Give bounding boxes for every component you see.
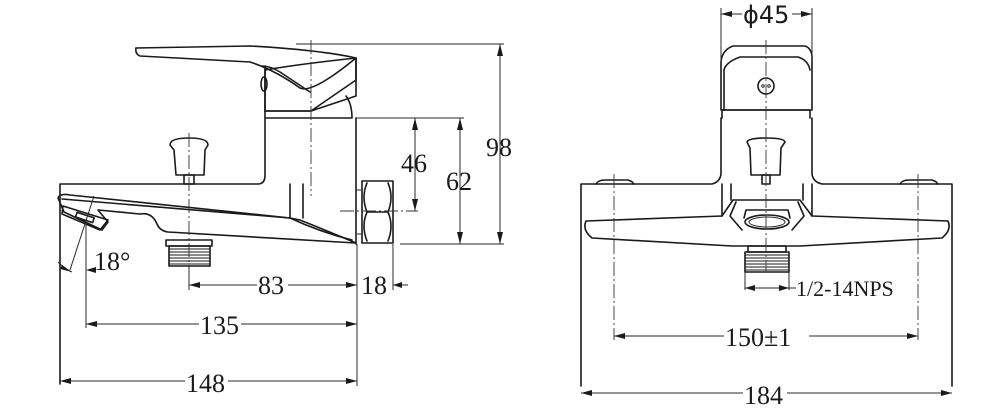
- dim-83-label: 83: [258, 271, 284, 300]
- spout: [57, 193, 357, 244]
- outlet-opening: [744, 214, 790, 230]
- escutcheon-right-top: [899, 179, 938, 185]
- dim-18-label: 18: [361, 271, 387, 300]
- spout-aerator: [61, 205, 109, 231]
- lever-curve: [261, 65, 311, 93]
- dim-total-projection: 148: [60, 369, 357, 398]
- dim-148-label: 148: [186, 369, 225, 398]
- front-outlet-thread: [744, 251, 790, 273]
- outlet-ring: [743, 209, 791, 219]
- dim-18deg-label: 18°: [94, 247, 130, 276]
- front-hex: [729, 201, 805, 231]
- spout-upper-edge: [61, 198, 291, 219]
- dim-phi45-label: ϕ45: [743, 1, 789, 29]
- dim-inlet-centers: 150±1: [614, 323, 918, 352]
- dim-total-width: 184: [581, 381, 952, 409]
- front-outlet-collar: [747, 245, 787, 253]
- lever-screw: [260, 76, 268, 92]
- front-view: ϕ45 1/2-14NPS 150±1 184: [580, 1, 953, 409]
- dim-spout-tip-to-wall: 135: [86, 311, 357, 340]
- connection-flange: [289, 183, 353, 241]
- dim-62-label: 62: [446, 167, 472, 196]
- dim-nut-depth: 18: [361, 244, 408, 300]
- dim-body-height: 62: [356, 117, 472, 244]
- front-diverter-knob: [746, 137, 786, 176]
- cartridge-collar: [264, 95, 353, 119]
- dim-outlet-to-wall: 83: [188, 244, 358, 386]
- side-view: 98 62 46 18°: [57, 40, 512, 398]
- front-valve-body-right: [811, 117, 953, 387]
- aerator-slot: [74, 211, 95, 224]
- lever-handle: [135, 47, 357, 112]
- dim-handle-offset: 46: [401, 118, 427, 211]
- front-thread-lines: [745, 254, 789, 271]
- dim-184-label: 184: [744, 381, 783, 409]
- dim-spout-angle: 18°: [57, 195, 130, 328]
- valve-body: [59, 117, 266, 385]
- lever-body: [264, 57, 357, 112]
- dim-98-label: 98: [486, 133, 512, 162]
- diverter-knob: [169, 137, 209, 176]
- dim-inlet-thread: 1/2-14NPS: [745, 276, 894, 301]
- hex-nut: [361, 180, 394, 244]
- dim-handle-diameter: ϕ45: [720, 1, 813, 62]
- outlet-thread-lines: [169, 248, 210, 265]
- escutcheon-left-top: [595, 179, 634, 185]
- dim-46-label: 46: [401, 149, 427, 178]
- dim-150-label: 150±1: [725, 323, 791, 352]
- front-valve-body: [580, 117, 722, 387]
- hex-nut-faces: [363, 182, 392, 242]
- front-bar: [584, 199, 950, 247]
- dim-nps-label: 1/2-14NPS: [796, 276, 894, 301]
- front-body-lines: [721, 183, 813, 217]
- lever-top: [135, 45, 357, 59]
- dim-total-height: 98: [296, 43, 512, 245]
- front-handle-inner: [723, 56, 811, 111]
- dim-135-label: 135: [200, 311, 239, 340]
